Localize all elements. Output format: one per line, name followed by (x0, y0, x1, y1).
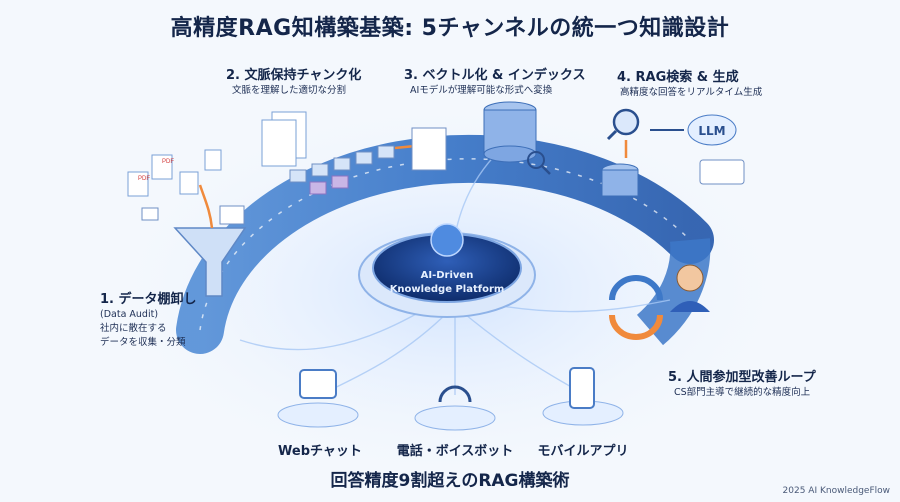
operator-body (670, 301, 710, 312)
step2-title: 2. 文脈保持チャンク化 (226, 68, 362, 83)
web-page-icon (219, 205, 245, 225)
step5-title: 5. 人間参加型改善ループ (668, 370, 816, 385)
chunk-blocks-purple (309, 175, 349, 195)
step1-en: (Data Audit) (100, 309, 159, 320)
mail-icon (141, 207, 159, 221)
platform-line1: AI-Driven (421, 270, 474, 281)
source-document-icon (261, 119, 297, 167)
step5-desc: CS部門主導で継続的な精度向上 (674, 387, 811, 398)
search-icon (612, 108, 640, 136)
feedback-loop-illustration (609, 264, 710, 340)
knowledge-platform-hub (358, 223, 536, 318)
pdf-doc-icon (151, 154, 173, 180)
magnifier-icon (527, 151, 545, 169)
llm-cloud-icon (687, 114, 737, 146)
answer-bubble-icon (699, 159, 745, 185)
pedestal (414, 405, 496, 431)
spreadsheet-icon (179, 171, 199, 195)
funnel-icon (173, 227, 247, 297)
channel-web-chat: Webチャット (278, 444, 362, 459)
footer-credit: 2025 AI KnowledgeFlow (782, 486, 890, 496)
data-audit-illustration (127, 149, 247, 297)
step3-desc: AIモデルが理解可能な形式へ変換 (410, 85, 553, 96)
step1-block: 1. データ棚卸し (Data Audit) 社内に散在する データを収集・分類 (100, 288, 240, 348)
channel-mobile-app: モバイルアプリ (537, 444, 629, 459)
step3-title: 3. ベクトル化 & インデックス (404, 68, 586, 83)
document-icon (204, 149, 222, 171)
index-table-icon (411, 127, 447, 171)
intake-arrow (198, 184, 214, 229)
rag-generation-illustration (601, 108, 745, 197)
step1-desc1: 社内に散在する (100, 323, 167, 334)
step1-desc2: データを収集・分類 (100, 337, 186, 348)
vector-index-illustration (411, 101, 551, 175)
llm-label: LLM (698, 124, 725, 138)
step4-title: 4. RAG検索 & 生成 (617, 70, 739, 85)
database-body (601, 169, 639, 197)
magnifier-handle (541, 165, 551, 175)
step2-desc: 文脈を理解した適切な分割 (232, 85, 347, 96)
brain-icon (430, 223, 464, 257)
diagram-title: 高精度RAG知構築基築: 5チャンネルの統一つ知識設計 (170, 16, 730, 41)
pdf-doc-icon (127, 171, 149, 197)
step4-desc: 高精度な回答をリアルタイム生成 (620, 87, 763, 98)
web-chat-icon (299, 369, 337, 399)
pdf-badge-label: PDF (162, 159, 174, 165)
operator-avatar-icon (676, 264, 704, 292)
search-handle (606, 129, 618, 141)
mobile-phone-icon (569, 367, 595, 409)
diagram-subtitle: 回答精度9割超えのRAG構築術 (330, 471, 570, 491)
loop-arrow (609, 314, 663, 340)
step1-title: 1. データ棚卸し (100, 292, 197, 307)
loop-arrow (609, 275, 663, 301)
pdf-badge-label: PDF (138, 176, 150, 182)
database-base (483, 145, 537, 163)
channel-voice-bot: 電話・ボイスボット (396, 444, 514, 459)
platform-line2: Knowledge Platform (390, 284, 505, 295)
chunk-blocks (289, 145, 395, 183)
channel-pedestals (277, 367, 624, 431)
pedestal (277, 402, 359, 428)
headset-icon (438, 385, 472, 403)
chunking-illustration (261, 111, 416, 195)
